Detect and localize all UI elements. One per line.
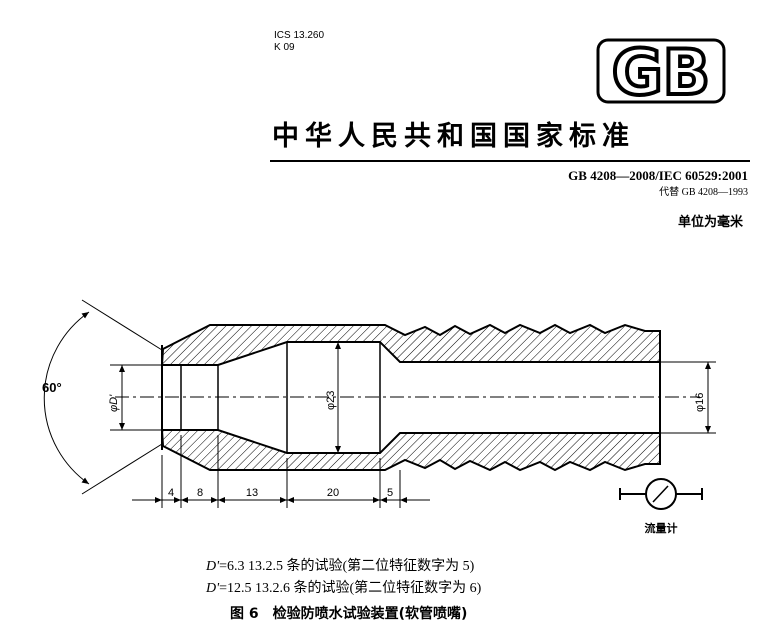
dimension-5: 5: [387, 487, 393, 499]
note-line-1: D'=6.3 13.2.5 条的试验(第二位特征数字为 5): [206, 555, 474, 575]
flowmeter-icon: [619, 478, 703, 510]
note-line-2: D'=12.5 13.2.6 条的试验(第二位特征数字为 6): [206, 577, 481, 597]
title-rule: [270, 160, 750, 162]
diameter-16-label: φ16: [694, 393, 706, 412]
ics-code: ICS 13.260: [274, 30, 325, 41]
ccs-code: K 09: [274, 42, 295, 53]
classification-codes: ICS 13.260 K 09: [274, 30, 324, 54]
unit-note: 单位为毫米: [677, 215, 743, 230]
dimension-8: 8: [197, 487, 203, 499]
nozzle-upper-wall: [160, 323, 661, 366]
figure-title: 检验防喷水试验装置(软管喷嘴): [272, 606, 468, 622]
replaces-note: 代替 GB 4208—1993: [659, 187, 748, 198]
flowmeter-label: 流量计: [645, 521, 678, 535]
standard-title: 中华人民共和国国家标准: [272, 121, 635, 152]
figure-number: 图 6: [230, 606, 259, 622]
note-2-symbol: D': [206, 581, 220, 596]
gb-logo-text: GB: [612, 38, 710, 104]
dimension-13: 13: [246, 487, 258, 499]
standard-number: GB 4208—2008/IEC 60529:2001: [568, 168, 748, 183]
diameter-23-label: φ23: [325, 391, 337, 410]
dimension-4: 4: [168, 487, 174, 499]
note-1-text: =6.3 13.2.5 条的试验(第二位特征数字为 5): [219, 559, 475, 574]
nozzle-lower-wall: [160, 429, 661, 472]
gb-logo: GB: [596, 38, 726, 104]
angle-60-label: 60°: [42, 380, 62, 395]
note-1-symbol: D': [206, 559, 220, 574]
hose-nozzle-drawing: 60° φD' φ23 φ16 4 8 13 20 5 流量计: [42, 299, 716, 535]
diameter-d-label: φD': [108, 394, 120, 412]
dimension-20: 20: [327, 487, 339, 499]
figure-caption: 图 6 检验防喷水试验装置(软管喷嘴): [230, 603, 467, 623]
note-2-text: =12.5 13.2.6 条的试验(第二位特征数字为 6): [219, 581, 482, 596]
